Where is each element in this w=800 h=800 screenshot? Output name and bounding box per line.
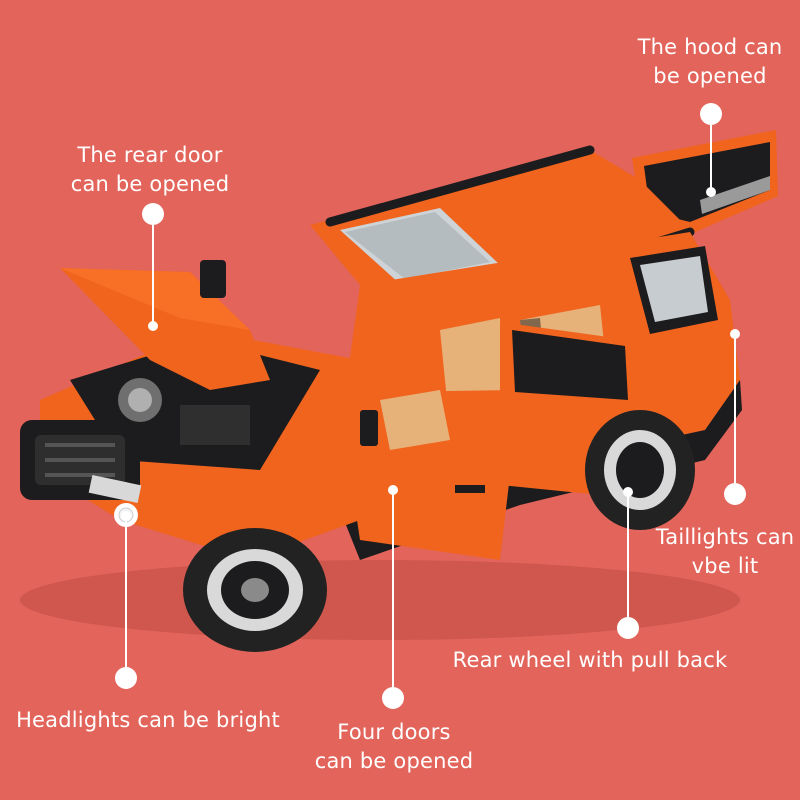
callout-rear-door-line2: can be opened [70,172,230,196]
opened-front-door [345,390,520,560]
callout-headlights: Headlights can be bright [0,706,296,735]
callout-hood: The hood can be opened [600,33,800,91]
callout-rear-door-line1: The rear door [77,143,223,167]
callout-four-doors-line1: Four doors [337,720,451,744]
opened-hood [60,268,270,390]
callout-taillights-line2: vbe lit [691,554,759,578]
front-wheel [183,528,327,652]
callout-four-doors: Four doors can be opened [300,718,488,776]
callout-hood-line2: be opened [653,64,767,88]
side-mirror [200,260,226,298]
callout-taillights-line1: Taillights can [655,525,795,549]
opened-tailgate [632,130,778,246]
rear-wheel [585,410,695,530]
callout-four-doors-line2: can be opened [314,749,474,773]
callout-dots [115,103,746,709]
callout-rear-wheel-line1: Rear wheel with pull back [452,648,728,672]
callout-rear-door: The rear door can be opened [40,141,260,199]
callout-hood-line1: The hood can [637,35,783,59]
callout-rear-wheel: Rear wheel with pull back [440,646,740,675]
door-mirror [360,410,378,446]
callout-lines [125,114,736,698]
callout-taillights: Taillights can vbe lit [642,523,800,581]
callout-headlights-line1: Headlights can be bright [16,708,280,732]
